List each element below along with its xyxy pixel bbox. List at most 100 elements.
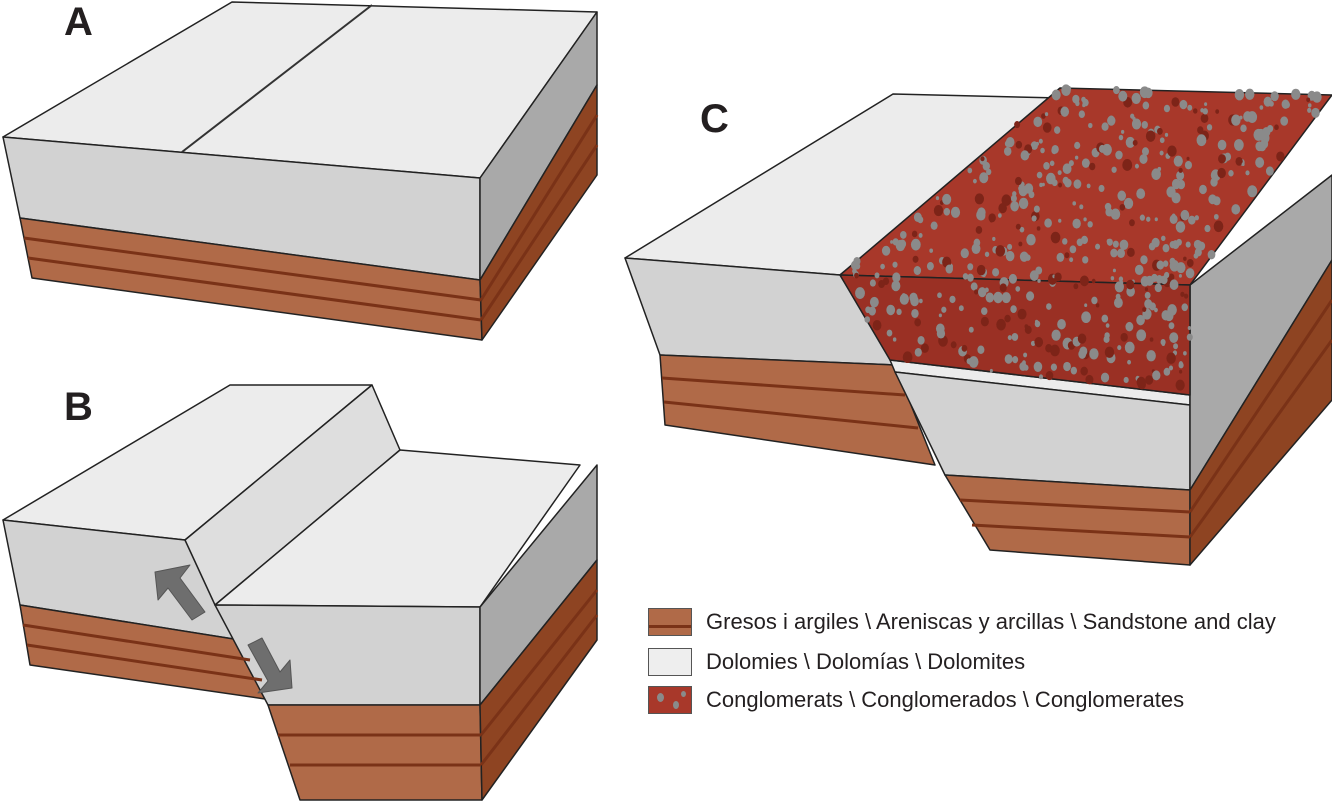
pebble [1060,106,1070,117]
pebble [1075,100,1080,107]
pebble [1098,144,1106,153]
pebble [1152,370,1161,381]
pebble [1291,88,1301,100]
pebble [1146,216,1151,222]
pebble [1144,291,1151,299]
pebble [978,287,987,298]
pebble [1125,136,1135,148]
pebble [1193,108,1198,114]
pebble [1058,182,1063,188]
pebble [1183,256,1187,261]
pebble [1171,97,1180,107]
pebble [1169,214,1178,225]
pebble [937,292,942,299]
pebble [1186,333,1193,341]
pebble [1260,139,1269,149]
pebble [1126,247,1135,258]
pebble [960,248,969,259]
pebble [1033,116,1043,128]
pebble [1136,329,1147,342]
pebble [1014,121,1021,129]
pebble [1115,150,1123,160]
pebble [1235,157,1243,166]
pebble [1306,97,1311,103]
pebble [1183,351,1187,356]
pebble [1171,178,1181,190]
pebble [910,238,921,251]
arrow-up-icon [154,564,206,621]
sandstone-swatch [648,608,692,636]
pebble [902,351,913,364]
pebble [1007,243,1013,250]
pebble [1008,273,1017,284]
pebble [1178,167,1183,173]
pebble [1114,300,1119,306]
pebble [1175,379,1185,391]
pebble [989,218,993,223]
pebble [1134,163,1139,169]
pebble [1186,258,1194,268]
pebble [1056,252,1065,262]
pebble [892,272,901,283]
pebble [1088,122,1093,129]
pebble [1141,121,1148,129]
arrow-down-icon [247,637,293,694]
pebble [1157,127,1163,135]
pebble [1050,363,1057,371]
pebble [985,292,994,303]
pebble [1173,155,1183,167]
pebble [1049,160,1055,167]
pebble [1186,156,1190,161]
pebble [912,255,919,263]
pebble [1011,332,1019,341]
pebble [1014,176,1022,186]
pebble [1131,92,1141,105]
pebble [977,211,986,221]
pebble [886,304,896,316]
pebble [1113,86,1120,95]
pebble [1139,86,1150,99]
pebble [1015,223,1021,230]
pebble [1042,122,1052,133]
pebble [1168,273,1175,281]
pebble [1213,220,1224,233]
pebble [1118,134,1124,141]
pebble [1119,203,1126,211]
pebble [1081,158,1090,168]
pebble [1173,343,1179,350]
pebble [950,206,961,218]
pebble [970,282,978,291]
pebble [1101,314,1109,323]
pebble [1045,370,1054,381]
pebble [1168,365,1174,371]
pebble [1215,109,1220,114]
pebble [1231,114,1241,126]
pebble [913,266,922,275]
pebble [1255,157,1265,168]
pebble [979,172,989,184]
pebble [1162,244,1170,253]
pebble [1123,376,1129,384]
pebble [926,261,934,271]
pebble [1003,146,1012,156]
pebble [1131,118,1142,130]
pebble [1129,219,1135,227]
panel-label-b: B [64,385,93,429]
right-block-side [1189,174,1332,491]
pebble [1057,170,1062,176]
pebble [909,292,918,303]
pebble [1253,128,1264,141]
pebble [1204,224,1211,233]
pebble [967,263,974,271]
pebble [1240,124,1247,133]
pebble [1030,340,1036,347]
pebble [1089,162,1096,171]
pebble [1017,308,1027,320]
pebble [1262,127,1271,137]
pebble [1068,160,1074,167]
pebble [1184,293,1189,299]
pebble [891,280,901,292]
pebble [1020,150,1030,161]
pebble [1171,192,1181,204]
pebble [1169,257,1176,265]
